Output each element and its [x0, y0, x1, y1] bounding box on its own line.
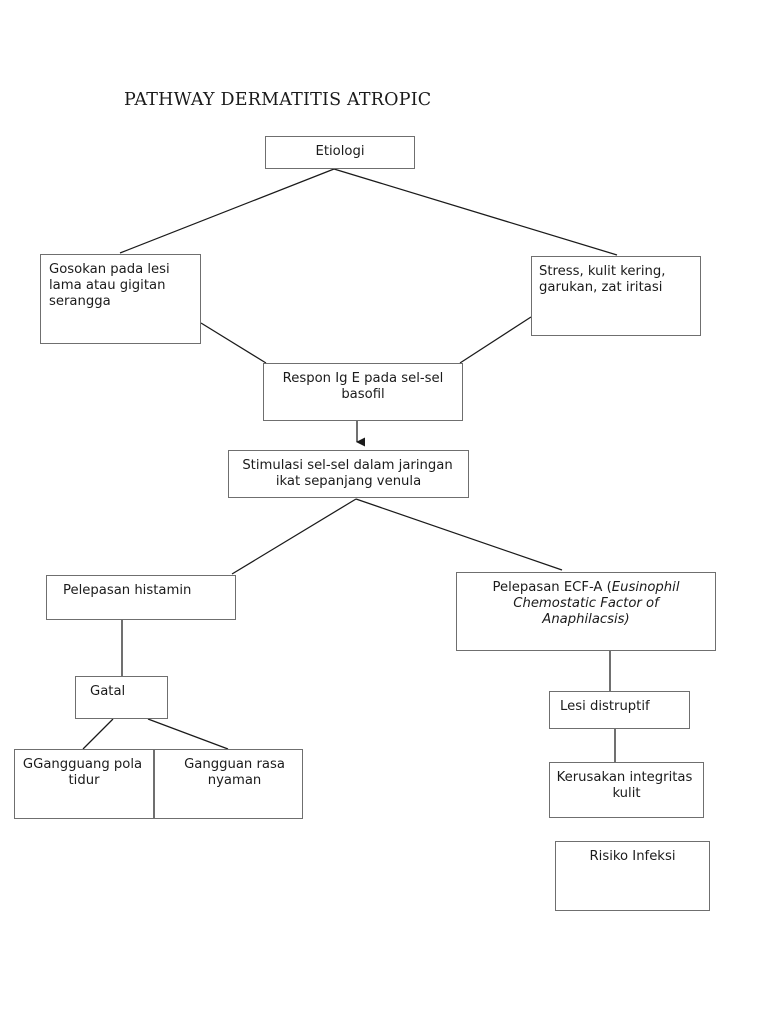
edge-stimulasi-histamin [231, 498, 357, 575]
node-kerusakan-line-2: kulit [612, 786, 641, 802]
edge-etiologi-gosokan [119, 168, 335, 254]
node-stimulasi-line-2: ikat sepanjang venula [275, 474, 422, 490]
edge-etiologi-stress [333, 168, 618, 256]
node-stress-line-2: garukan, zat iritasi [539, 280, 663, 296]
node-lesi-line-1: Lesi distruptif [560, 699, 650, 714]
node-histamin-line-1: Pelepasan histamin [63, 583, 192, 598]
node-risiko-line-1: Risiko Infeksi [589, 849, 676, 864]
node-kerusakan-line-1: Kerusakan integritas [556, 770, 693, 785]
node-gosokan-line-3: serangga [49, 294, 111, 310]
edge-gatal-nyaman [147, 718, 229, 750]
node-ecfa-line-2: Chemostatic Factor of [457, 596, 715, 612]
node-respon-line-1: Respon Ig E pada sel-sel [282, 371, 444, 386]
node-ecfa-line-3-italic: Anaphilacsis) [542, 612, 630, 628]
node-ecfa-line-1: Pelepasan ECF-A (Eusinophil [457, 580, 715, 596]
edge-stress-respon [459, 316, 532, 364]
node-pelepasan-ecf-a[interactable]: Pelepasan ECF-A (Eusinophil Chemostatic … [456, 572, 716, 651]
node-gatal[interactable]: Gatal [75, 676, 168, 719]
node-gosokan-pada-lesi[interactable]: Gosokan pada lesi lama atau gigitan sera… [40, 254, 201, 344]
node-kerusakan-integritas-kulit[interactable]: Kerusakan integritas kulit [549, 762, 704, 818]
node-gosokan-line-2: lama atau gigitan [49, 278, 166, 294]
edge-stimulasi-ecfa [355, 498, 563, 571]
node-gangguan-pola-tidur[interactable]: GGangguang pola tidur [14, 749, 154, 819]
node-respon-ig-e[interactable]: Respon Ig E pada sel-sel basofil [263, 363, 463, 421]
node-etiologi[interactable]: Etiologi [265, 136, 415, 169]
node-gosokan-line-1: Gosokan pada lesi [49, 262, 170, 277]
node-gangguan-rasa-nyaman[interactable]: Gangguan rasa nyaman [154, 749, 303, 819]
node-respon-line-2: basofil [341, 387, 385, 403]
node-risiko-infeksi[interactable]: Risiko Infeksi [555, 841, 710, 911]
page-title: PATHWAY DERMATITIS ATROPIC [124, 90, 432, 110]
node-ecfa-line-1-italic: Eusinophil [611, 580, 680, 595]
node-nyaman-line-1: Gangguan rasa [184, 757, 285, 772]
node-etiologi-line-1: Etiologi [315, 144, 365, 159]
node-stimulasi-sel-sel[interactable]: Stimulasi sel-sel dalam jaringan ikat se… [228, 450, 469, 498]
node-ecfa-line-3: Anaphilacsis) [457, 612, 715, 628]
node-stress-kulit-kering[interactable]: Stress, kulit kering, garukan, zat irita… [531, 256, 701, 336]
node-pelepasan-histamin[interactable]: Pelepasan histamin [46, 575, 236, 620]
node-tidur-line-2: tidur [68, 773, 100, 789]
edge-gatal-tidur [82, 718, 114, 750]
node-ecfa-line-1-plain: Pelepasan ECF-A ( [492, 580, 612, 595]
node-gatal-line-1: Gatal [90, 684, 126, 699]
node-tidur-line-1: GGangguang pola [22, 757, 143, 772]
node-ecfa-line-2-italic: Chemostatic Factor of [513, 596, 659, 612]
node-stress-line-1: Stress, kulit kering, [539, 264, 666, 279]
node-lesi-distruptif[interactable]: Lesi distruptif [549, 691, 690, 729]
node-stimulasi-line-1: Stimulasi sel-sel dalam jaringan [242, 458, 453, 473]
edge-gosokan-respon [200, 322, 267, 364]
node-nyaman-line-2: nyaman [207, 773, 262, 789]
